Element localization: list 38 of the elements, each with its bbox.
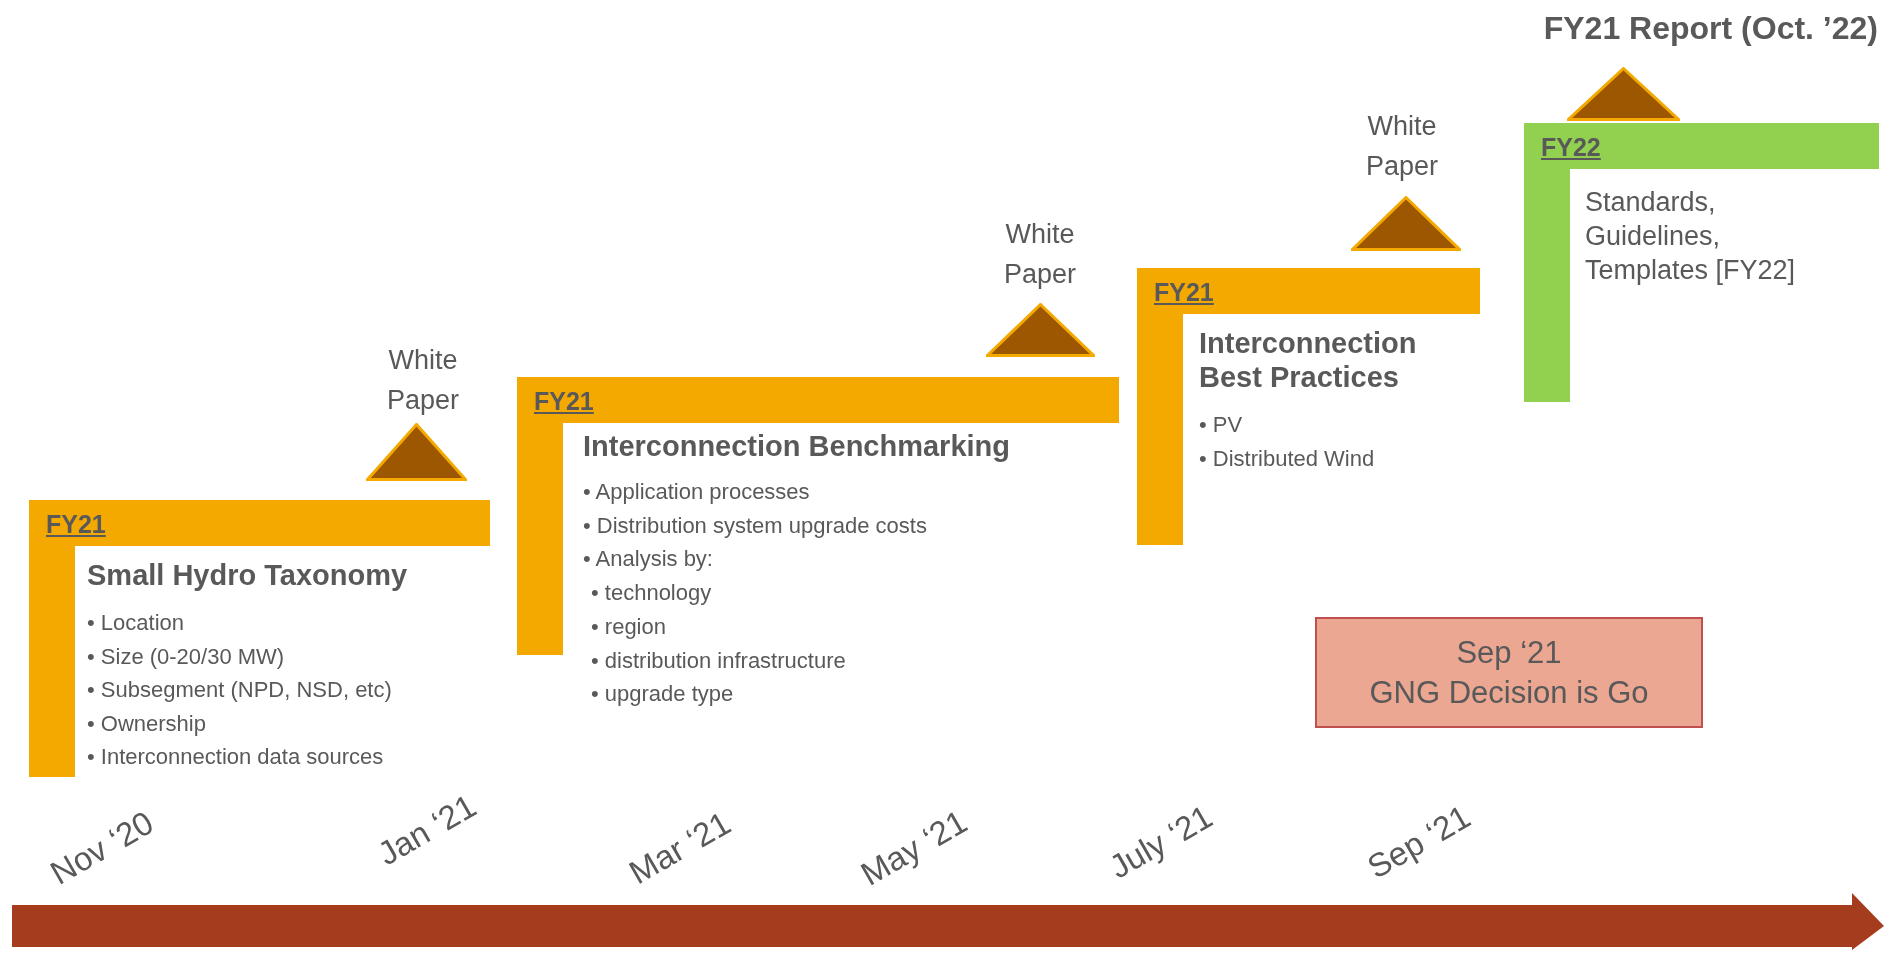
bullet-item: • Application processes bbox=[583, 479, 810, 505]
phase-step bbox=[1137, 268, 1480, 545]
phase-year: FY21 bbox=[534, 387, 594, 416]
date-label: July ‘21 bbox=[1103, 797, 1219, 887]
bullet-item: • Analysis by: bbox=[583, 546, 713, 573]
bullet-item: • PV bbox=[1199, 412, 1243, 438]
phase-year: FY21 bbox=[46, 510, 106, 539]
phase-title: Standards, Guidelines, Templates [FY22] bbox=[1585, 186, 1797, 287]
milestone-label: White Paper bbox=[1002, 218, 1078, 291]
bullet-item: • Distributed Wind bbox=[1199, 445, 1375, 472]
milestone-label: FY21 Report (Oct. ’22) bbox=[1543, 10, 1878, 47]
milestone-label: White Paper bbox=[385, 344, 461, 417]
phase-title: Interconnection Best Practices bbox=[1199, 326, 1418, 394]
date-label: Nov ‘20 bbox=[44, 803, 160, 893]
decision-text: GNG Decision is Go bbox=[1369, 673, 1649, 712]
bullet-item: • upgrade type bbox=[591, 681, 734, 708]
bullet-item: • Interconnection data sources bbox=[87, 744, 384, 771]
decision-box bbox=[1315, 617, 1703, 728]
phase-title: Interconnection Benchmarking bbox=[583, 429, 1011, 463]
phase-title: Small Hydro Taxonomy bbox=[87, 558, 409, 592]
bullet-item: • Size (0-20/30 MW) bbox=[87, 643, 285, 670]
phase-step bbox=[1524, 123, 1879, 402]
phase-step bbox=[29, 500, 490, 777]
phase-year: FY21 bbox=[1154, 278, 1214, 307]
bullet-item: • region bbox=[591, 613, 666, 640]
bullet-item: • Location bbox=[87, 610, 184, 636]
bullet-item: • Ownership bbox=[87, 710, 206, 737]
phase-year: FY22 bbox=[1541, 133, 1601, 162]
decision-text: Sep ‘21 bbox=[1456, 633, 1562, 672]
milestone-label: White Paper bbox=[1364, 110, 1440, 183]
bullet-item: • Distribution system upgrade costs bbox=[583, 512, 927, 539]
bullet-item: • Subsegment (NPD, NSD, etc) bbox=[87, 677, 392, 704]
date-label: Sep ‘21 bbox=[1361, 797, 1477, 887]
bullet-item: • technology bbox=[591, 580, 712, 607]
date-label: May ‘21 bbox=[854, 802, 974, 894]
date-label: Jan ‘21 bbox=[371, 786, 483, 874]
bullet-item: • distribution infrastructure bbox=[591, 647, 846, 674]
date-label: Mar ‘21 bbox=[622, 804, 738, 892]
